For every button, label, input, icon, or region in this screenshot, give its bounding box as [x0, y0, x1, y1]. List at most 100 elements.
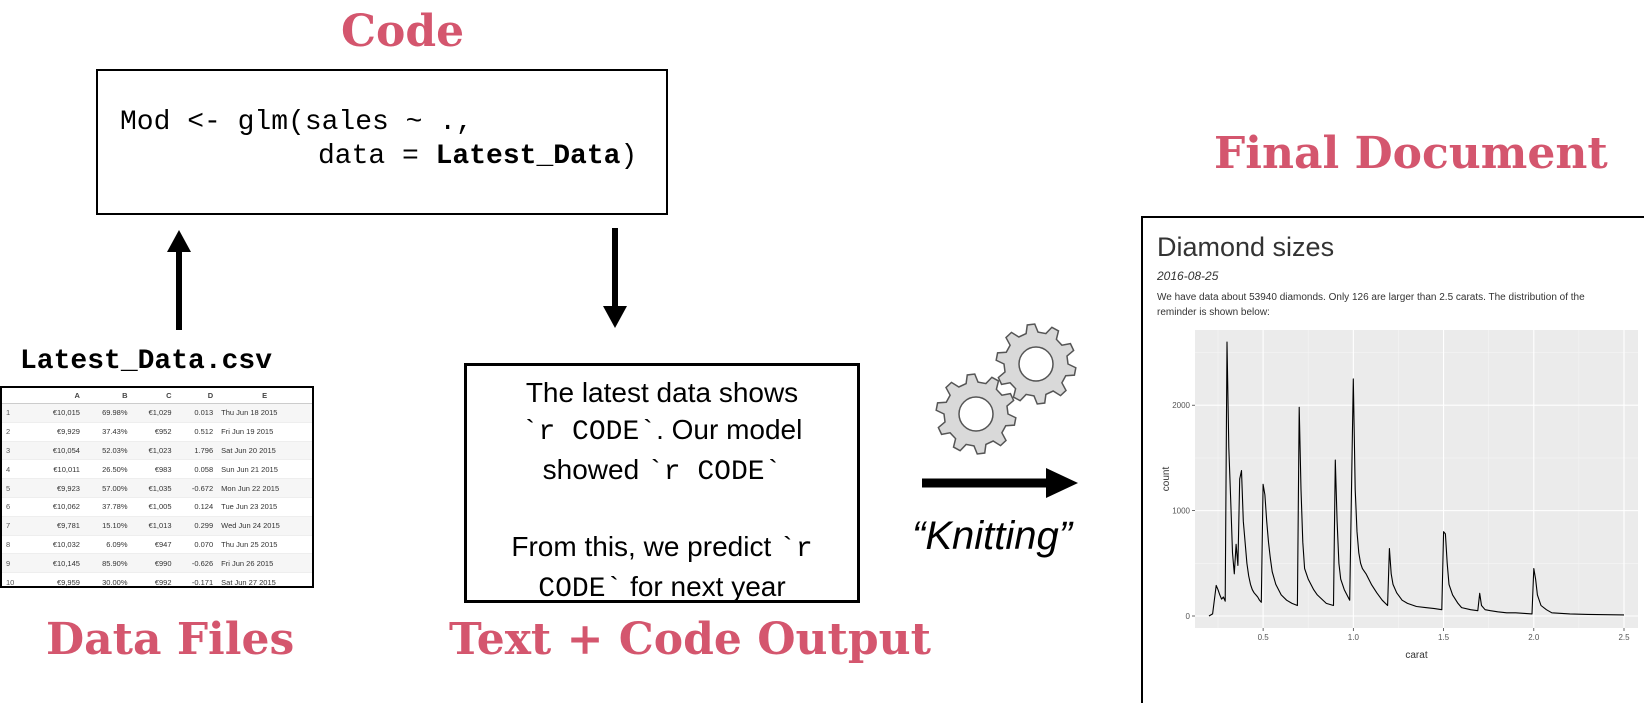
csv-cell: Sat Jun 20 2015 [217, 441, 312, 461]
csv-cell: Fri Jun 26 2015 [217, 553, 312, 574]
csv-cell: €1,023 [131, 441, 176, 461]
text-line-3-text: showed [542, 454, 647, 485]
csv-cell: 2 [2, 422, 34, 442]
csv-column-header[interactable] [2, 388, 34, 404]
text-output-box: The latest data shows `r CODE`. Our mode… [464, 363, 860, 605]
inline-code: CODE` [538, 574, 623, 605]
knitting-label: “Knitting” [912, 514, 1073, 558]
data-files-title: Data Files [46, 614, 295, 665]
text-line-3: showed `r CODE` [467, 451, 857, 491]
csv-cell: €947 [131, 535, 176, 555]
csv-cell: €1,005 [131, 497, 176, 517]
text-code-output-title: Text + Code Output [449, 614, 931, 665]
csv-cell: -0.672 [175, 478, 218, 498]
plot-panel [1195, 330, 1638, 628]
code-line-2: data = Latest_Data) [318, 141, 637, 172]
csv-cell: 0.299 [175, 516, 218, 536]
code-line-2-suffix: ) [620, 141, 638, 172]
csv-cell: €1,013 [131, 516, 176, 536]
final-document-title: Final Document [1214, 128, 1608, 179]
csv-column-header[interactable]: B [83, 388, 132, 404]
code-latest-data: Latest_Data [435, 141, 621, 172]
code-line-2-prefix: data = [318, 141, 436, 172]
csv-cell: 6 [2, 497, 34, 517]
csv-column-header[interactable]: D [175, 388, 218, 404]
csv-cell: 30.00% [83, 572, 132, 586]
x-tick-label: 0.5 [1258, 633, 1270, 642]
csv-cell: €992 [131, 572, 176, 586]
csv-cell: Thu Jun 18 2015 [217, 403, 312, 423]
csv-cell: €10,011 [34, 459, 84, 480]
csv-cell: 10 [2, 572, 34, 586]
text-line-2-text: . Our model [656, 414, 803, 445]
csv-column-header[interactable]: E [217, 388, 312, 404]
inline-code: `r CODE` [521, 417, 657, 448]
csv-cell: 69.98% [83, 403, 132, 423]
csv-cell: €10,145 [34, 553, 84, 574]
csv-cell: -0.626 [175, 553, 218, 574]
csv-cell: 85.90% [83, 553, 132, 574]
text-line-1: The latest data shows [525, 377, 799, 408]
csv-cell: 1 [2, 403, 34, 423]
csv-cell: €952 [131, 422, 176, 442]
csv-cell: 37.78% [83, 497, 132, 517]
csv-cell: 6.09% [83, 535, 132, 555]
csv-cell: 9 [2, 553, 34, 574]
csv-cell: €9,923 [34, 478, 84, 498]
csv-cell: Mon Jun 22 2015 [217, 478, 312, 498]
csv-cell: 37.43% [83, 422, 132, 442]
csv-cell: 52.03% [83, 441, 132, 461]
csv-cell: €9,781 [34, 516, 84, 536]
series-line [1208, 341, 1625, 617]
csv-cell: Fri Jun 19 2015 [217, 422, 312, 442]
y-tick-label: 1000 [1172, 507, 1190, 516]
document-paragraph: We have data about 53940 diamonds. Only … [1157, 292, 1585, 318]
csv-cell: Wed Jun 24 2015 [217, 516, 312, 536]
csv-cell: Sat Jun 27 2015 [217, 572, 312, 586]
csv-cell: €10,032 [34, 535, 84, 555]
csv-column-header[interactable]: A [34, 388, 84, 404]
csv-cell: 0.512 [175, 422, 218, 442]
csv-cell: €1,029 [131, 403, 176, 423]
csv-cell: €9,929 [34, 422, 84, 442]
x-axis-label: carat [1405, 650, 1427, 661]
x-tick-label: 1.5 [1438, 633, 1450, 642]
text-line-4-text: From this, we predict [511, 531, 780, 562]
text-line-5-text: for next year [622, 571, 786, 602]
csv-cell: 0.124 [175, 497, 218, 517]
csv-cell: 1.796 [175, 441, 218, 461]
final-document: Diamond sizes 2016-08-25 We have data ab… [1141, 216, 1644, 703]
csv-cell: Thu Jun 25 2015 [217, 535, 312, 555]
csv-cell: €9,959 [34, 572, 84, 586]
inline-code: `r CODE` [646, 457, 782, 488]
up-arrow-icon [167, 230, 191, 330]
csv-column-header[interactable]: C [131, 388, 176, 404]
y-tick-label: 2000 [1172, 401, 1190, 410]
csv-cell: €1,035 [131, 478, 176, 498]
csv-cell: Sun Jun 21 2015 [217, 459, 312, 480]
csv-cell: €983 [131, 459, 176, 480]
gear-large-icon [995, 323, 1077, 405]
csv-cell: 5 [2, 478, 34, 498]
csv-cell: 7 [2, 516, 34, 536]
x-tick-label: 2.0 [1528, 633, 1540, 642]
csv-cell: 26.50% [83, 459, 132, 480]
document-date: 2016-08-25 [1157, 269, 1219, 283]
csv-cell: 8 [2, 535, 34, 555]
csv-cell: 57.00% [83, 478, 132, 498]
csv-cell: 15.10% [83, 516, 132, 536]
y-axis-label: count [1161, 467, 1172, 492]
code-line-1: Mod <- glm(sales ~ ., [120, 107, 473, 138]
csv-cell: €10,054 [34, 441, 84, 461]
inline-code: `r [779, 534, 813, 565]
